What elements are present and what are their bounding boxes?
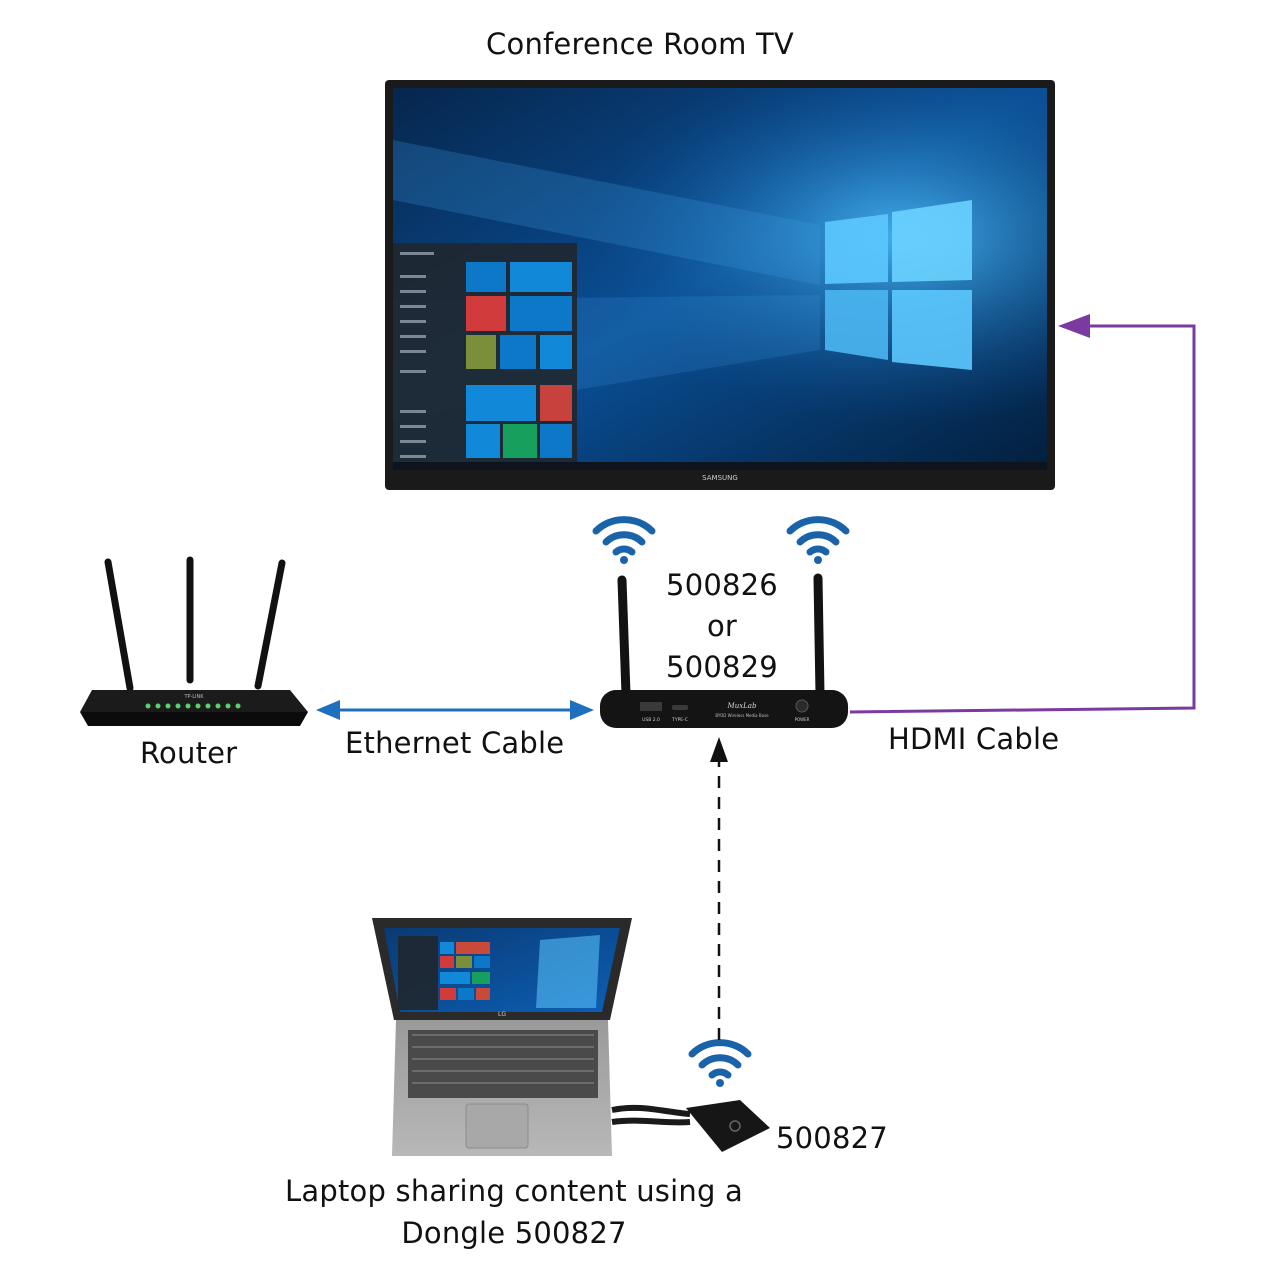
laptop-start-tiles-icon: [440, 942, 490, 1000]
dongle: [611, 1100, 770, 1152]
wifi-icon-receiver-left: [592, 516, 656, 564]
router-label: Router: [140, 736, 238, 770]
hdmi-cable-label: HDMI Cable: [888, 722, 1060, 756]
ethernet-arrowhead-left: [316, 700, 340, 720]
typec-port-label: TYPE-C: [671, 717, 688, 723]
power-label: POWER: [795, 717, 810, 722]
receiver-antenna-left: [617, 575, 631, 699]
laptop-touchpad: [465, 1103, 529, 1149]
receiver-model-line-1: 500826: [666, 568, 778, 602]
router: TP-LINK: [80, 556, 308, 726]
receiver-antenna-right: [813, 573, 825, 699]
typec-port: [672, 705, 688, 710]
usb-port: [640, 702, 662, 711]
router-antenna-left: [104, 558, 134, 692]
router-brand: TP-LINK: [183, 694, 204, 700]
receiver-model-line-3: 500829: [666, 650, 778, 684]
ethernet-cable-label: Ethernet Cable: [345, 726, 565, 760]
conference-room-tv: SAMSUNG: [385, 80, 1055, 490]
hdmi-connection: [849, 314, 1196, 714]
power-button: [795, 699, 809, 713]
usb-port-label: USB 2.0: [642, 717, 660, 723]
tv-brand: SAMSUNG: [702, 474, 738, 482]
wireless-media-base: USB 2.0 TYPE-C MuxLab BYOD Wireless Medi…: [600, 573, 848, 728]
wifi-icon-receiver-right: [786, 516, 850, 564]
tv-label: Conference Room TV: [486, 27, 794, 61]
router-status-leds: [145, 703, 241, 709]
router-antenna-right: [254, 559, 286, 690]
laptop-caption: Laptop sharing content using a Dongle 50…: [240, 1170, 788, 1254]
receiver-product-name: BYOD Wireless Media Base: [715, 713, 769, 718]
laptop-brand: LG: [498, 1011, 506, 1018]
laptop-caption-line-1: Laptop sharing content using a: [285, 1174, 743, 1208]
laptop-keyboard-icon: [408, 1030, 598, 1098]
ethernet-arrowhead-right: [570, 700, 594, 720]
windows-logo-icon: [825, 200, 972, 370]
receiver-brand: MuxLab: [727, 702, 757, 710]
start-menu-icon: [393, 243, 577, 462]
wifi-icon-dongle: [688, 1039, 752, 1087]
ethernet-connection: [316, 700, 594, 720]
hdmi-arrowhead: [1058, 314, 1090, 338]
receiver-model-label: 500826 or 500829: [640, 565, 804, 688]
laptop-start-menu-icon: [398, 936, 438, 1010]
laptop: LG: [372, 918, 632, 1156]
dongle-button-icon: [686, 1100, 770, 1152]
laptop-caption-line-2: Dongle 500827: [401, 1216, 627, 1250]
receiver-model-line-2: or: [706, 609, 738, 643]
wireless-arrowhead: [710, 737, 728, 762]
dongle-cable: [611, 1104, 691, 1117]
dongle-label: 500827: [776, 1121, 888, 1155]
wireless-connection: [710, 737, 728, 1040]
